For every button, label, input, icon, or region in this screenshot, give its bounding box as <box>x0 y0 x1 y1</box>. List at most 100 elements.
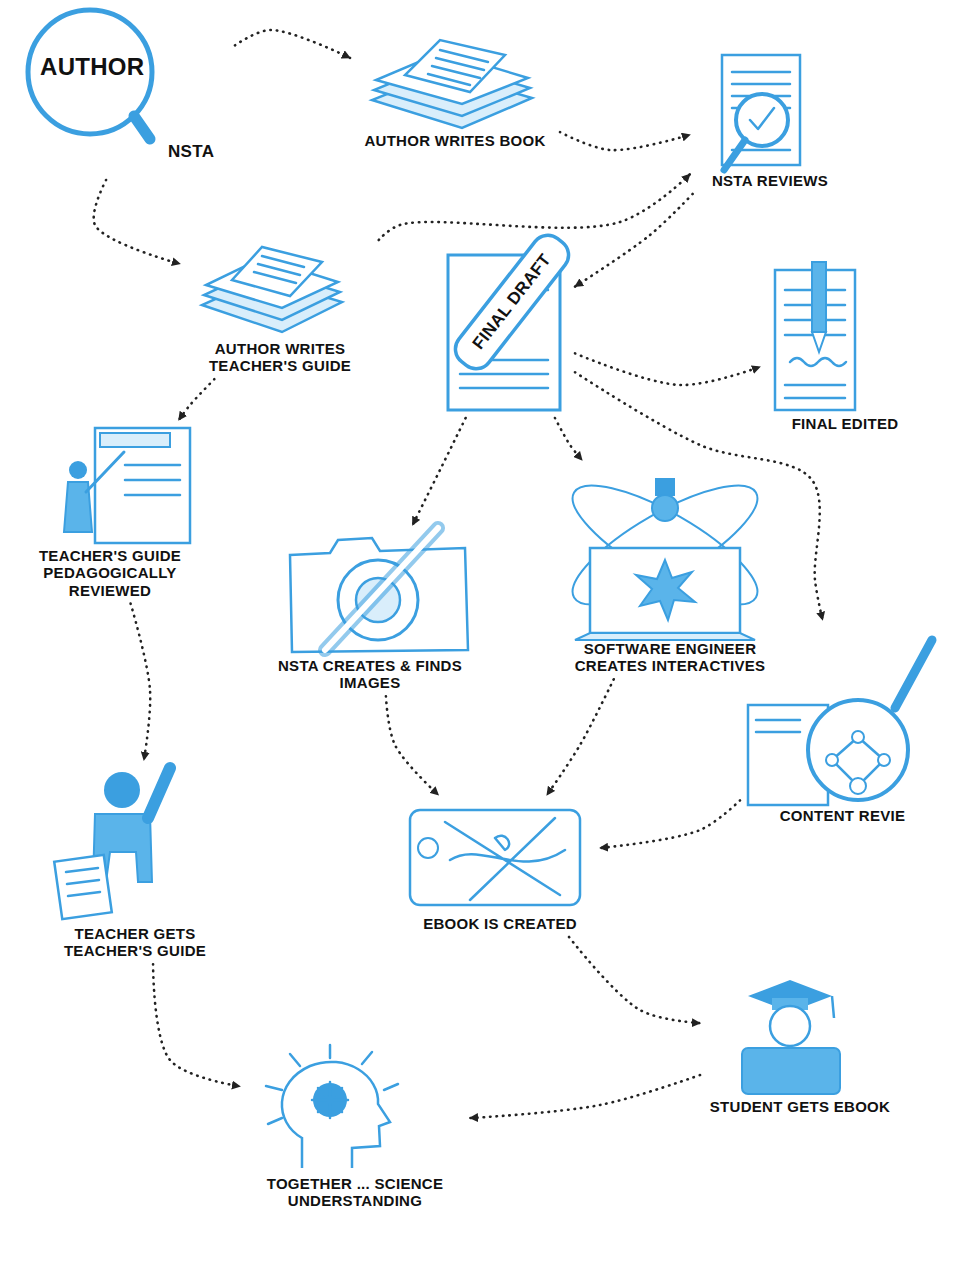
tablet-icon <box>410 810 580 905</box>
whiteboard-icon-part <box>86 452 124 492</box>
dotted-arrow <box>386 696 438 795</box>
magnifier-icon <box>28 10 152 139</box>
node-label: TOGETHER ... SCIENCE UNDERSTANDING <box>240 1175 470 1210</box>
tablet-icon-part <box>445 818 565 900</box>
node-label: NSTA REVIEWS <box>712 172 828 189</box>
student-icon-part <box>770 1006 810 1046</box>
tablet-icon-part <box>410 810 580 905</box>
node-label: TEACHER GETS TEACHER'S GUIDE <box>40 925 230 960</box>
student-icon <box>742 980 840 1094</box>
sketch-node: AUTHOR NSTA <box>20 5 235 180</box>
dotted-arrow <box>575 353 760 385</box>
content-review-icon-part <box>756 720 800 732</box>
paper-stack-icon <box>202 247 342 332</box>
sketch-node: NSTA REVIEWS <box>690 45 850 194</box>
engineer-icon-part <box>575 633 755 640</box>
magnifier-icon-part <box>134 116 150 139</box>
engineer-icon <box>558 465 772 640</box>
whiteboard-icon <box>64 428 190 543</box>
review-document-icon <box>722 55 800 170</box>
student-icon-part <box>832 996 834 1018</box>
edit-document-icon-part <box>812 332 826 352</box>
edit-document-icon-part <box>812 262 826 332</box>
thinking-head-icon-part <box>266 1045 398 1124</box>
draft-document-icon <box>448 229 575 410</box>
sketch-node: AUTHOR WRITES BOOK <box>350 35 560 154</box>
dotted-arrow <box>470 1075 700 1118</box>
thinking-head-icon <box>266 1045 398 1168</box>
dotted-arrow <box>575 194 693 287</box>
dotted-arrow <box>560 132 690 150</box>
node-label: FINAL EDITED <box>792 415 899 432</box>
camera-icon <box>290 528 468 652</box>
sketch-node: SOFTWARE ENGINEER CREATES INTERACTIVES <box>555 460 785 679</box>
engineer-icon-part <box>636 560 695 620</box>
sketch-node: FINAL EDITED <box>760 258 930 437</box>
paper-stack-icon-part <box>405 40 505 92</box>
engineer-icon-part <box>590 548 740 633</box>
dotted-arrow <box>179 379 215 420</box>
edit-document-icon <box>775 262 855 410</box>
whiteboard-icon-part <box>125 465 180 495</box>
sketch-node: AUTHOR WRITES TEACHER'S GUIDE <box>180 240 380 379</box>
teacher-icon <box>54 768 170 919</box>
paper-stack-icon-part <box>254 256 304 283</box>
teacher-icon-part <box>54 855 112 919</box>
paper-stack-icon <box>372 40 532 128</box>
node-label: NSTA <box>168 142 214 162</box>
content-review-icon <box>748 640 932 805</box>
review-document-icon-part <box>724 140 745 170</box>
node-label: STUDENT GETS EBOOK <box>710 1098 890 1115</box>
sketch-node: STUDENT GETS EBOOK <box>700 970 900 1120</box>
content-review-icon-part <box>826 754 838 766</box>
sketch-node: FINAL DRAFT <box>440 248 575 418</box>
dotted-arrow <box>235 30 350 58</box>
dotted-arrow <box>379 174 690 240</box>
review-document-icon-part <box>722 55 800 165</box>
dotted-arrow <box>547 679 614 795</box>
draft-document-icon-part <box>449 229 575 375</box>
camera-icon-part <box>325 528 438 650</box>
dotted-arrow <box>94 180 180 264</box>
dotted-arrow <box>413 418 466 525</box>
content-review-icon-part <box>852 731 864 743</box>
teacher-icon-part <box>66 868 100 896</box>
teacher-icon-part <box>104 772 140 808</box>
whiteboard-icon-part <box>100 433 170 447</box>
engineer-icon-part <box>655 478 675 496</box>
node-label: AUTHOR <box>40 53 144 81</box>
dotted-arrow <box>575 372 823 620</box>
content-review-icon-part <box>895 640 932 708</box>
dotted-arrow <box>131 604 151 761</box>
node-label: AUTHOR WRITES BOOK <box>364 132 545 149</box>
node-label: SOFTWARE ENGINEER CREATES INTERACTIVES <box>555 640 785 675</box>
review-document-icon-part <box>750 108 774 129</box>
review-document-icon-part <box>732 72 790 150</box>
engineer-icon-part <box>652 495 678 521</box>
sketch-node: TEACHER GETS TEACHER'S GUIDE <box>40 760 230 964</box>
node-label: NSTA CREATES & FINDS IMAGES <box>265 657 475 692</box>
paper-stack-icon-part <box>232 247 322 296</box>
sketch-node: TOGETHER ... SCIENCE UNDERSTANDING <box>240 1045 470 1214</box>
thinking-head-icon-part <box>312 1082 348 1118</box>
tablet-icon-part <box>418 838 438 858</box>
node-label: AUTHOR WRITES TEACHER'S GUIDE <box>180 340 380 375</box>
node-label: EBOOK IS CREATED <box>423 915 577 932</box>
camera-icon-part <box>325 528 438 650</box>
sketch-node: EBOOK IS CREATED <box>400 795 600 937</box>
sketch-node: NSTA CREATES & FINDS IMAGES <box>265 525 475 696</box>
dotted-arrow <box>569 937 700 1023</box>
whiteboard-icon-part <box>69 461 87 479</box>
paper-stack-icon-part <box>428 50 488 85</box>
node-label: TEACHER'S GUIDE PEDAGOGICALLY REVIEWED <box>10 547 210 599</box>
dotted-arrow <box>555 418 582 460</box>
student-icon-part <box>742 1048 840 1094</box>
thinking-head-icon-part <box>282 1062 390 1168</box>
teacher-icon-part <box>148 768 170 818</box>
node-label: FINAL DRAFT <box>458 237 566 367</box>
edit-document-icon-part <box>790 358 846 366</box>
sketch-node: TEACHER'S GUIDE PEDAGOGICALLY REVIEWED <box>10 420 210 604</box>
